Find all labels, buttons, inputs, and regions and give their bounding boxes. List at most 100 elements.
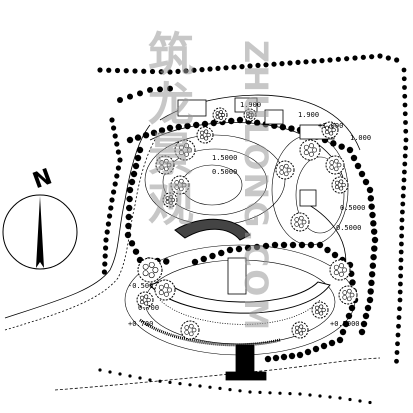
tree-dot (311, 58, 317, 64)
tree-dot (399, 217, 405, 223)
tree-dot (98, 368, 102, 372)
tree-dot (239, 64, 245, 70)
tree-dot (175, 68, 181, 74)
tree-dot (111, 189, 117, 195)
tree-dot (398, 273, 403, 279)
tree-dot (111, 125, 117, 131)
elevation-label: -0.500 (128, 282, 153, 290)
tree-canopy (162, 192, 178, 208)
tree-dot (117, 157, 123, 163)
tree-dot (399, 233, 404, 239)
building-south-base (225, 371, 267, 381)
tree-dot (399, 225, 405, 231)
tree-canopy (321, 121, 339, 139)
tree-dot (137, 90, 143, 97)
tree-dot (127, 93, 133, 100)
tree-dot (320, 342, 328, 350)
tree-dot (402, 102, 408, 108)
tree-dot (215, 65, 221, 71)
tree-dot (264, 355, 272, 363)
tree-dot (130, 170, 138, 178)
tree-dot (397, 306, 402, 312)
tree-dot (279, 61, 285, 67)
tree-dot (360, 320, 368, 328)
building-mid-east (299, 189, 317, 207)
tree-dot (344, 56, 350, 62)
tree-dot (200, 255, 207, 263)
tree-dot (331, 251, 339, 259)
tree-dot (370, 220, 377, 227)
tree-dot (402, 111, 408, 117)
tree-dot (178, 382, 182, 386)
tree-dot (327, 57, 333, 63)
tree-canopy (180, 320, 200, 340)
tree-canopy (331, 176, 349, 194)
tree-canopy (154, 279, 176, 301)
tree-dot (398, 281, 403, 287)
tree-dot (118, 372, 122, 376)
tree-dot (132, 248, 140, 255)
tree-dot (368, 203, 375, 210)
tree-dot (238, 389, 242, 393)
tree-dot (253, 119, 261, 127)
tree-dot (296, 351, 304, 359)
tree-dot (324, 246, 331, 254)
tree-dot (316, 241, 324, 249)
tree-dot (339, 328, 347, 336)
tree-dot (338, 396, 342, 400)
elevation-label: 1.5000 (212, 154, 237, 162)
tree-dot (248, 390, 252, 394)
building-north (177, 99, 207, 117)
tree-dot (126, 195, 133, 203)
tree-dot (166, 124, 174, 132)
tree-dot (226, 246, 234, 254)
tree-dot (262, 242, 270, 250)
tree-dot (397, 297, 403, 303)
tree-dot (352, 55, 358, 61)
building-south (235, 344, 255, 376)
tree-dot (345, 312, 353, 320)
elevation-label: +0.700 (128, 320, 153, 328)
tree-dot (348, 304, 356, 312)
watermark: 筑龙景观 ZHULONG.COM (141, 30, 275, 332)
tree-dot (117, 97, 123, 103)
tree-dot (370, 228, 378, 235)
tree-dot (123, 68, 129, 74)
tree-dot (401, 76, 407, 82)
tree-dot (402, 161, 408, 167)
tree-dot (236, 116, 244, 124)
tree-dot (126, 136, 134, 144)
tree-dot (218, 249, 225, 257)
tree-dot (136, 146, 144, 154)
tree-dot (148, 378, 152, 382)
tree-canopy (136, 291, 154, 309)
tree-dot (103, 237, 109, 243)
tree-dot (199, 67, 205, 73)
tree-dot (350, 154, 358, 162)
tree-dot (400, 201, 406, 207)
tree-dot (114, 67, 121, 74)
tree-dot (395, 341, 400, 347)
tree-canopy (325, 155, 345, 175)
tree-dot (132, 162, 140, 170)
tree-dot (403, 137, 409, 143)
tree-dot (109, 117, 115, 123)
tree-dot (287, 60, 293, 66)
tree-dot (385, 55, 391, 61)
tree-dot (371, 236, 379, 244)
tree-canopy (155, 155, 175, 175)
tree-dot (280, 353, 288, 361)
tree-dot (271, 61, 277, 67)
tree-dot (114, 141, 120, 147)
tree-dot (209, 252, 216, 260)
tree-dot (370, 253, 377, 261)
tree-dot (396, 323, 401, 329)
tree-dot (318, 394, 322, 398)
north-arrow-circle (2, 194, 78, 270)
tree-dot (394, 57, 400, 63)
tree-dot (272, 354, 280, 362)
tree-canopy (299, 139, 321, 161)
tree-dot (218, 386, 222, 390)
tree-dot (167, 69, 173, 75)
tree-dot (401, 67, 407, 73)
